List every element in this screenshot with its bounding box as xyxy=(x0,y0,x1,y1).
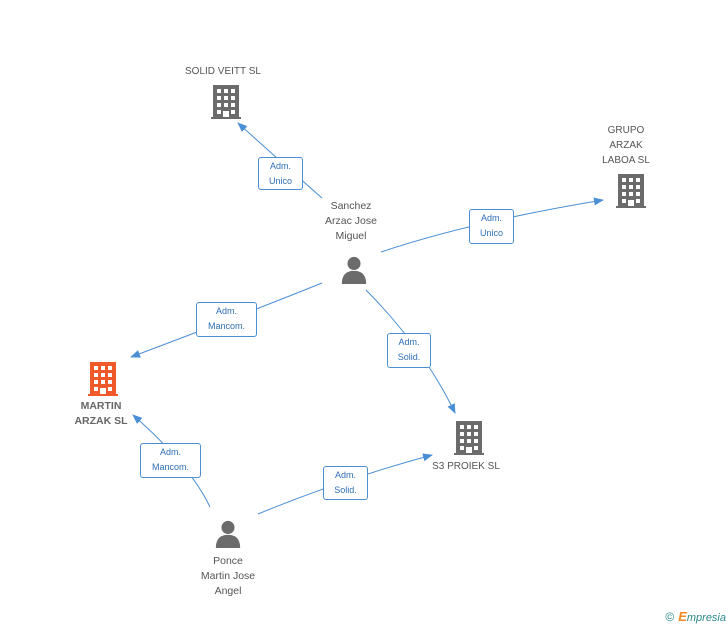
role-badge-line: Unico xyxy=(268,176,292,186)
role-badge-sanchez-solid-veitt[interactable]: Adm. Unico xyxy=(258,157,303,190)
grupo-arzak-label-line-1: GRUPO xyxy=(607,125,645,136)
grupo-arzak-label-line-3: LABOA SL xyxy=(602,155,650,166)
ponce-label[interactable]: Ponce Martin Jose Angel xyxy=(186,554,270,599)
ponce-label-line-1: Ponce xyxy=(213,555,243,567)
solid-veitt-label[interactable]: SOLID VEITT SL xyxy=(185,66,261,77)
ponce-label-line-2: Martin Jose xyxy=(200,570,256,582)
role-badge-line: Solid. xyxy=(397,352,421,362)
s3-proiek-building-icon[interactable] xyxy=(454,421,484,455)
role-badge-line: Unico xyxy=(479,228,503,238)
brand-name: mpresia xyxy=(686,612,726,624)
role-badge-line: Adm. xyxy=(269,161,291,171)
empresia-brand[interactable]: ©Empresia xyxy=(665,609,726,624)
role-badge-ponce-s3-proiek[interactable]: Adm. Solid. xyxy=(323,466,368,500)
role-badge-line: Adm. xyxy=(480,213,502,223)
solid-veitt-building-icon[interactable] xyxy=(211,85,241,119)
sanchez-label-line-2: Arzac Jose xyxy=(325,215,377,227)
martin-arzak-label-line-1: MARTIN xyxy=(80,400,122,412)
role-badge-line: Adm. xyxy=(334,470,356,480)
brand-initial: E xyxy=(678,609,687,624)
grupo-arzak-label-line-2: ARZAK xyxy=(609,140,643,151)
ponce-person-icon[interactable] xyxy=(215,520,241,548)
copyright-icon: © xyxy=(665,610,675,624)
role-badge-sanchez-s3-proiek[interactable]: Adm. Solid. xyxy=(387,333,431,368)
sanchez-label-line-1: Sanchez xyxy=(330,200,372,212)
grupo-arzak-label[interactable]: GRUPO ARZAK LABOA SL xyxy=(586,123,666,168)
grupo-arzak-building-icon[interactable] xyxy=(616,174,646,208)
ponce-label-line-3: Angel xyxy=(214,585,242,597)
s3-proiek-label[interactable]: S3 PROIEK SL xyxy=(432,461,500,472)
martin-arzak-label-line-2: ARZAK SL xyxy=(74,415,128,427)
role-badge-sanchez-grupo-arzak[interactable]: Adm. Unico xyxy=(469,209,514,244)
role-badge-line: Solid. xyxy=(334,485,357,495)
sanchez-label-line-3: Miguel xyxy=(335,230,367,242)
martin-arzak-building-icon[interactable] xyxy=(88,362,118,396)
sanchez-person-icon[interactable] xyxy=(341,256,367,284)
martin-arzak-label[interactable]: MARTIN ARZAK SL xyxy=(58,399,144,429)
role-badge-line: Adm. xyxy=(159,447,181,457)
role-badge-line: Adm. xyxy=(398,337,420,347)
sanchez-label[interactable]: Sanchez Arzac Jose Miguel xyxy=(311,199,391,244)
role-badge-line: Adm. xyxy=(215,306,237,316)
role-badge-line: Mancom. xyxy=(207,321,245,331)
role-badge-sanchez-martin-arzak[interactable]: Adm. Mancom. xyxy=(196,302,257,337)
role-badge-ponce-martin-arzak[interactable]: Adm. Mancom. xyxy=(140,443,201,478)
role-badge-line: Mancom. xyxy=(151,462,189,472)
